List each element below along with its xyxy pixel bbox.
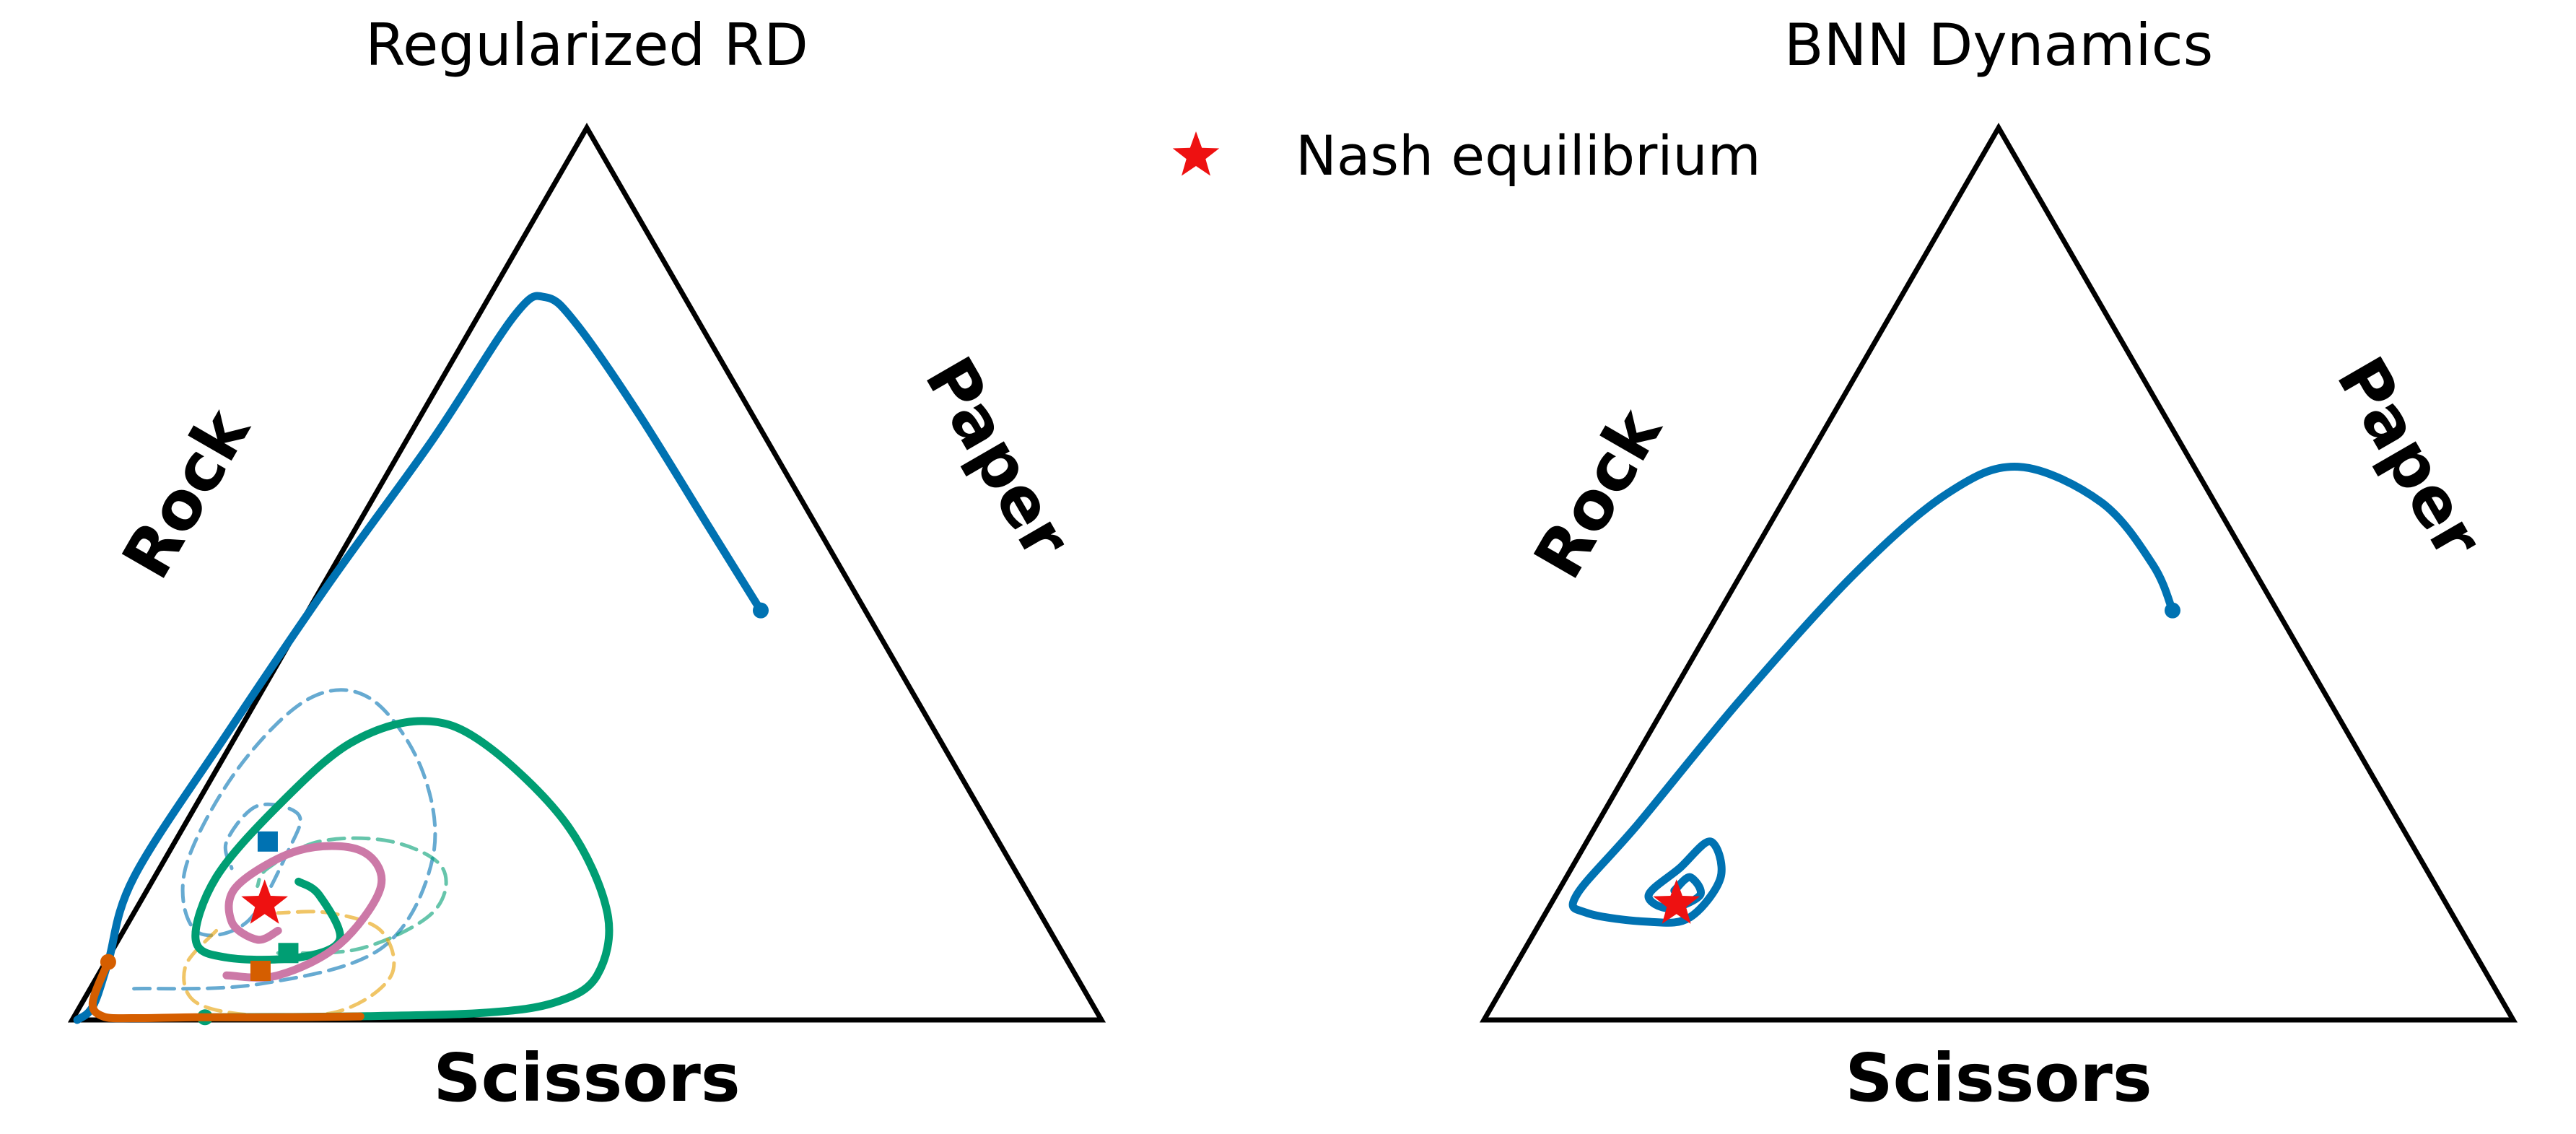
trajectory-dashed xyxy=(182,910,396,1019)
nash-equilibrium-marker xyxy=(1653,879,1700,924)
nash-equilibrium-marker xyxy=(241,879,288,924)
trajectory-dashed xyxy=(256,836,448,955)
edge-label-rock: Rock xyxy=(108,396,265,591)
edge-label-scissors: Scissors xyxy=(1845,1039,2152,1117)
legend: Nash equilibrium xyxy=(1172,123,1761,188)
edge-label-paper: Paper xyxy=(2322,344,2497,571)
panel-title: Regularized RD xyxy=(365,12,808,79)
edge-label-rock: Rock xyxy=(1519,396,1677,591)
trajectory-start-point xyxy=(100,954,116,970)
trajectory-end-marker xyxy=(257,831,278,852)
trajectory-end-marker xyxy=(250,961,271,982)
trajectory-line xyxy=(191,717,614,1021)
simplex-triangle xyxy=(1479,122,2518,1023)
edge-label-paper: Paper xyxy=(910,344,1086,571)
trajectory-line xyxy=(1568,463,2177,927)
trajectory-series-group xyxy=(73,292,769,1026)
trajectory-dashed xyxy=(132,688,437,991)
trajectory-end-marker xyxy=(278,943,299,964)
trajectory-line xyxy=(88,958,364,1023)
panel-title: BNN Dynamics xyxy=(1784,12,2214,79)
regularized-rd-panel: Regularized RD Rock Paper Scissors xyxy=(67,12,1106,1117)
trajectory-start-point xyxy=(2164,602,2180,619)
edge-label-scissors: Scissors xyxy=(433,1039,740,1117)
trajectory-line xyxy=(222,842,386,982)
trajectory-start-point xyxy=(752,602,769,619)
trajectory-series-group xyxy=(1568,463,2180,927)
simplex-triangle xyxy=(67,122,1106,1023)
nash-equilibrium-legend-marker xyxy=(1172,131,1220,176)
trajectory-line xyxy=(73,292,765,1024)
legend-label: Nash equilibrium xyxy=(1296,123,1761,188)
